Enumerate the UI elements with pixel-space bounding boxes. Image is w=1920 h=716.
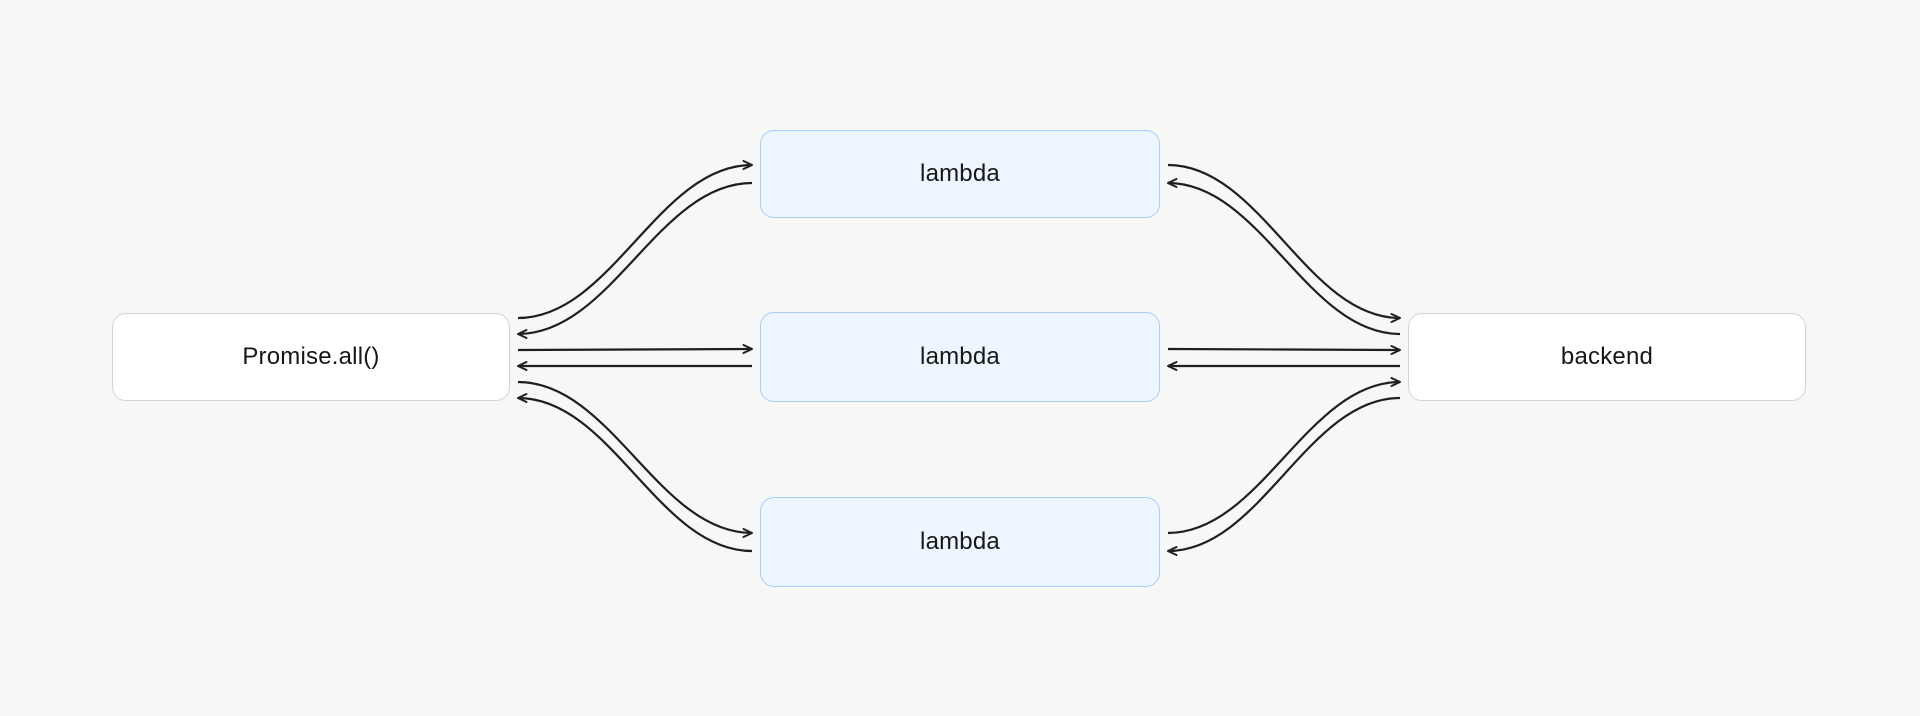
edge-backend-to-lambda-3 [1167,396,1401,556]
edge-lambda-3-to-promise [517,393,753,553]
node-backend[interactable]: backend [1408,313,1806,401]
edge-group [517,160,1401,556]
edge-promise-to-lambda-2 [517,344,753,355]
edge-lambda-1-to-promise [517,181,753,339]
node-label-lambda-1: lambda [920,160,1000,187]
node-lambda-3[interactable]: lambda [760,497,1160,587]
node-label-lambda-2: lambda [920,343,1000,370]
node-label-promise-all: Promise.all() [242,343,380,370]
node-lambda-1[interactable]: lambda [760,130,1160,218]
node-lambda-2[interactable]: lambda [760,312,1160,402]
edge-promise-to-lambda-1 [517,160,753,320]
edge-lambda-3-to-backend [1167,377,1401,535]
node-label-backend: backend [1560,343,1654,370]
edge-promise-to-lambda-3 [517,380,753,538]
node-promise-all[interactable]: Promise.all() [112,313,510,401]
edge-lambda-2-to-backend [1167,344,1401,355]
node-label-lambda-3: lambda [920,528,1000,555]
edge-lambda-1-to-backend [1167,163,1401,323]
edge-backend-to-lambda-1 [1167,178,1401,336]
